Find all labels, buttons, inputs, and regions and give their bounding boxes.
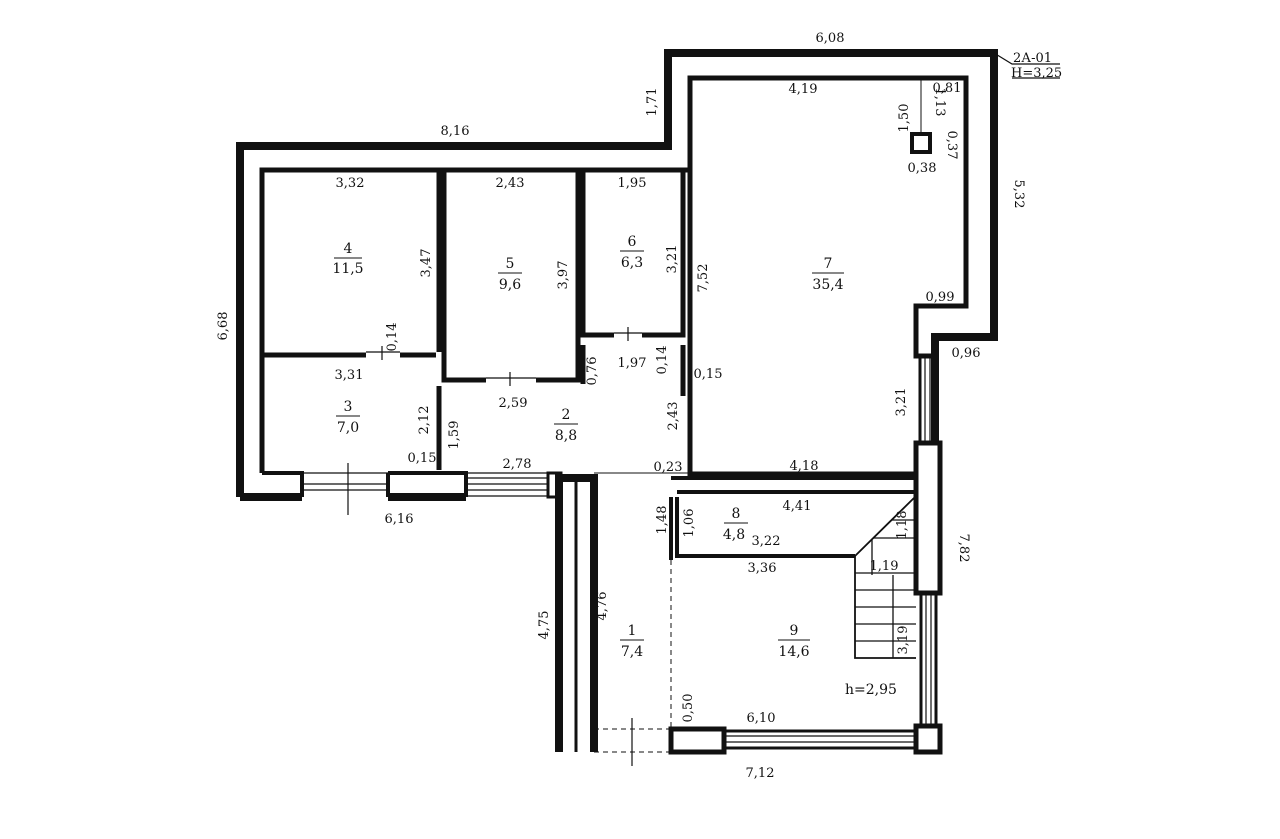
dim-label: 0,37: [944, 131, 959, 160]
room-number: 5: [506, 256, 515, 272]
bottom-walls: [302, 463, 916, 766]
room-6: 6 6,3: [620, 234, 644, 271]
dim-label: 1,59: [447, 421, 462, 450]
dim-label: 2,59: [499, 396, 528, 411]
stamp-height: H=3,25: [1011, 66, 1062, 81]
dim-label: 1,06: [682, 509, 697, 538]
dim-label: 3,32: [336, 176, 365, 191]
stamp-code: 2А-01: [1013, 51, 1052, 66]
dim-label: 3,47: [419, 249, 434, 278]
room-2: 2 8,8: [554, 407, 578, 444]
dim-label: 0,96: [952, 346, 981, 361]
room-5: 5 9,6: [498, 256, 522, 293]
dim-label: 3,36: [748, 561, 777, 576]
title-stamp: 2А-01 H=3,25: [993, 51, 1062, 81]
room-number: 4: [344, 241, 353, 257]
dim-label: 4,18: [790, 459, 819, 474]
room-labels: 4 11,5 5 9,6 6 6,3 7 35,4 3 7,0 2 8,8: [332, 234, 897, 698]
lower-height-note: h=2,95: [845, 682, 897, 698]
room-area: 9,6: [499, 277, 521, 293]
dim-label: 7,52: [696, 264, 711, 293]
dim-label: 2,12: [417, 406, 432, 435]
dim-label: 6,10: [747, 711, 776, 726]
dim-label: 1,48: [655, 506, 670, 535]
dim-label: 2,43: [666, 402, 681, 431]
room-area: 35,4: [812, 277, 843, 293]
dim-label: 2,78: [503, 457, 532, 472]
dim-label: 2,43: [496, 176, 525, 191]
dim-label: 0,23: [654, 460, 683, 475]
dim-label: 3,22: [752, 534, 781, 549]
room-area: 4,8: [723, 527, 745, 543]
dim-label: 1,71: [645, 88, 660, 117]
room-area: 11,5: [332, 261, 363, 277]
dim-label: 0,99: [926, 290, 955, 305]
dim-label: 0,14: [655, 346, 670, 375]
room-area: 6,3: [621, 255, 643, 271]
dim-label: 1,50: [897, 104, 912, 133]
dim-label: 3,21: [665, 245, 680, 274]
dim-label: 6,16: [385, 512, 414, 527]
room-area: 7,4: [621, 644, 643, 660]
dim-label: 4,19: [789, 82, 818, 97]
room-number: 9: [790, 623, 799, 639]
dim-label: 4,76: [595, 592, 610, 621]
dim-label: 0,38: [908, 161, 937, 176]
room-number: 7: [824, 256, 833, 272]
dim-label: 6,68: [216, 312, 231, 341]
room-number: 3: [344, 399, 353, 415]
right-walls: [913, 356, 943, 755]
room-number: 1: [628, 623, 637, 639]
room-number: 2: [562, 407, 571, 423]
dim-label: 4,41: [783, 499, 812, 514]
dim-label: 1,19: [870, 559, 899, 574]
dim-label: 7,12: [746, 766, 775, 781]
dim-label: 3,21: [894, 388, 909, 417]
dim-label: 0,15: [694, 367, 723, 382]
dim-label: 1,18: [895, 511, 910, 540]
dim-label: 0,81: [933, 81, 962, 96]
dim-label: 0,50: [681, 694, 696, 723]
dim-label: 1,95: [618, 176, 647, 191]
dim-label: 7,82: [956, 534, 971, 563]
dim-label: 6,08: [816, 31, 845, 46]
room-8: 8 4,8: [723, 506, 748, 543]
stairs: [854, 495, 917, 659]
dim-label: 3,97: [556, 261, 571, 290]
room-area: 7,0: [337, 420, 359, 436]
room-number: 6: [628, 234, 637, 250]
dim-label: 4,75: [537, 611, 552, 640]
dim-label: 1,97: [618, 356, 647, 371]
room-1: 1 7,4: [620, 623, 644, 660]
dim-label: 1,13: [932, 88, 947, 117]
room-area: 8,8: [555, 428, 577, 444]
dim-label: 0,76: [585, 357, 600, 386]
dim-label: 8,16: [441, 124, 470, 139]
dim-label: 3,31: [335, 368, 364, 383]
room-3: 3 7,0: [336, 399, 360, 436]
room-area: 14,6: [778, 644, 809, 660]
room-4: 4 11,5: [332, 241, 363, 277]
interior-walls: [262, 80, 932, 560]
dim-label: 5,32: [1011, 180, 1026, 209]
room-9: 9 14,6: [778, 623, 810, 660]
dim-label: 3,19: [896, 626, 911, 655]
dim-label: 0,15: [408, 451, 437, 466]
dimension-labels: 6,08 8,16 4,19 0,81 0,38 3,32 2,43 1,95 …: [335, 31, 981, 781]
outer-walls: [236, 49, 998, 752]
dim-label: 0,14: [385, 323, 400, 352]
room-7: 7 35,4: [812, 256, 844, 293]
vertical-dimension-labels: 1,71 6,68 5,32 1,50 1,13 0,37 3,47 3,97 …: [216, 88, 1026, 723]
room-number: 8: [732, 506, 741, 522]
